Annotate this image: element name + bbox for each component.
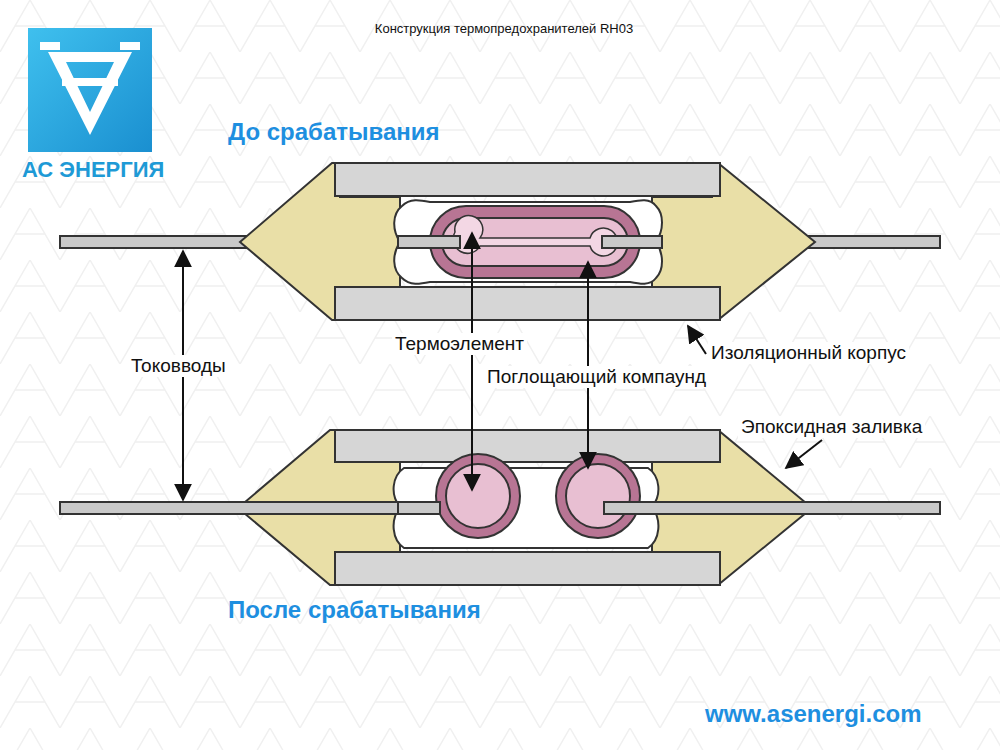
state-heading: До срабатывания [228, 118, 440, 146]
part-label: Термоэлемент [392, 333, 527, 355]
leader-lines [183, 233, 822, 500]
fuse-before [60, 163, 940, 320]
part-label: Токовводы [128, 355, 229, 377]
part-label: Поглощающий компаунд [484, 366, 709, 388]
fuse-after [60, 430, 940, 585]
state-heading: После срабатывания [228, 596, 481, 624]
page-title: Конструкция термопредохранителей RH03 [4, 22, 1000, 37]
part-label: Изоляционный корпус [708, 342, 909, 364]
logo-text: АС ЭНЕРГИЯ [22, 157, 164, 182]
logo [28, 28, 152, 152]
website-url: www.asenergi.com [705, 700, 922, 728]
part-label: Эпоксидная заливка [738, 416, 925, 438]
